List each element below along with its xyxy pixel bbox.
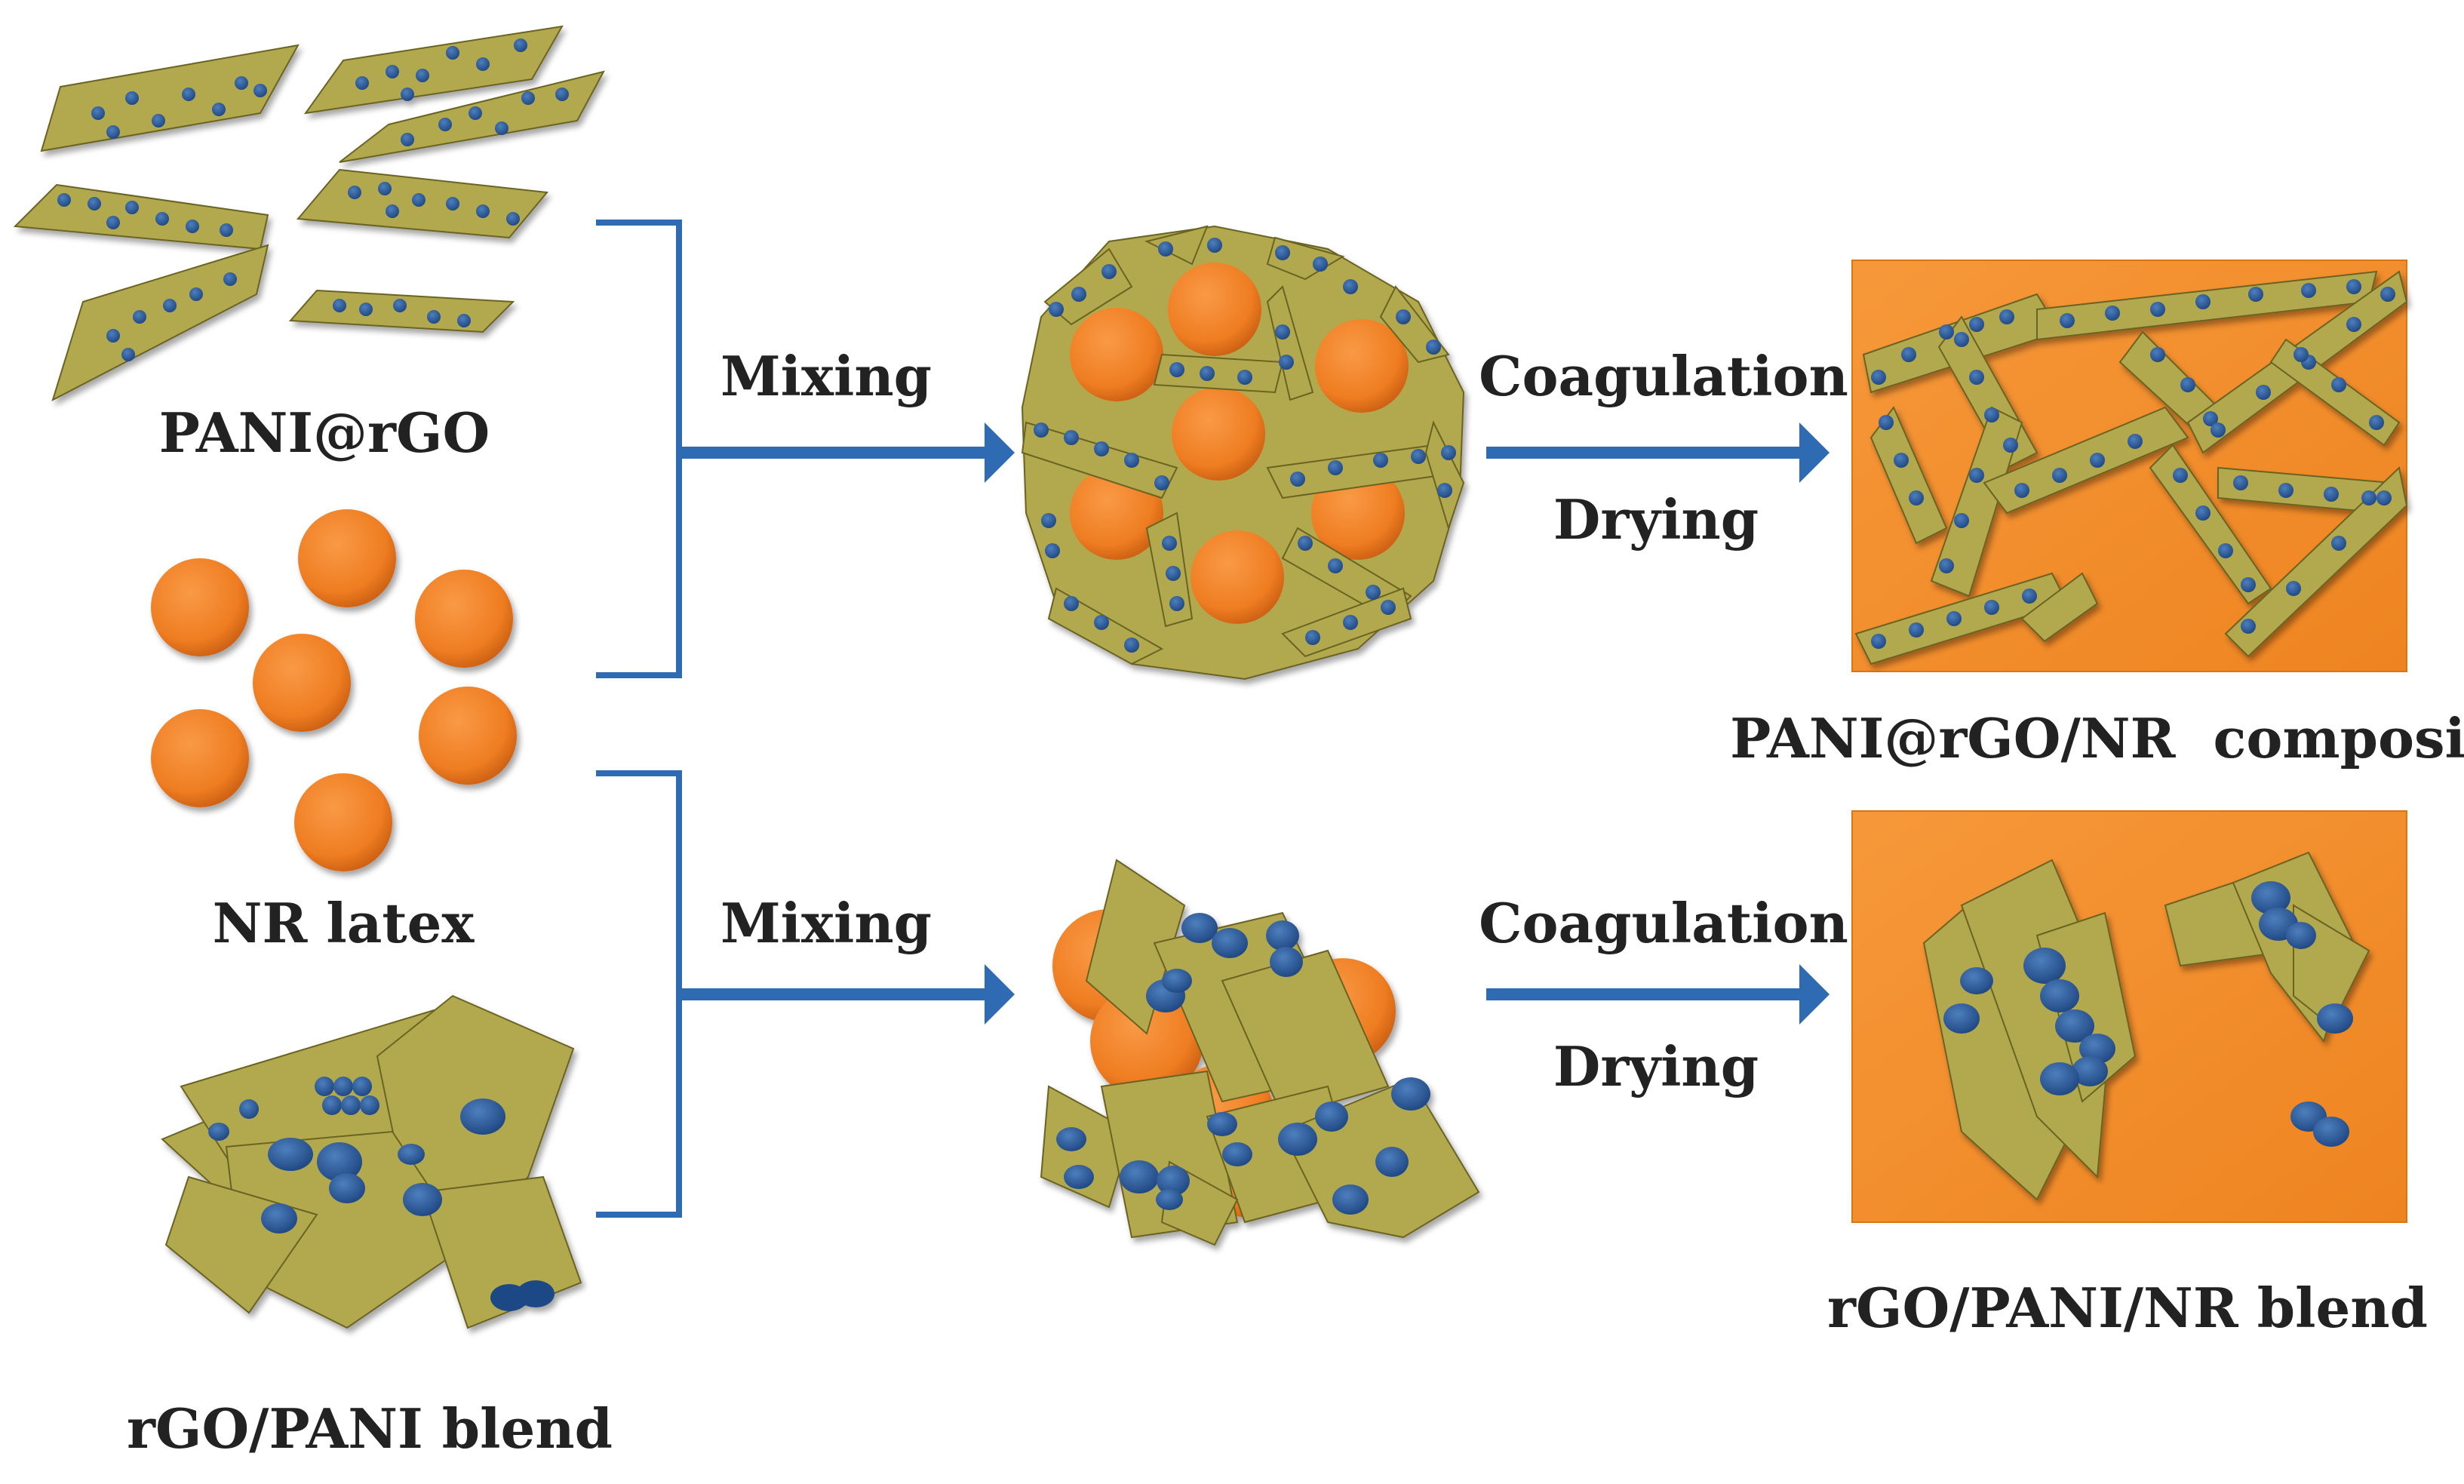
bracket-bottom (596, 770, 682, 1218)
latex-particle (151, 709, 249, 807)
latex-particle (294, 773, 392, 871)
mixed-dispersion-top (1021, 225, 1465, 681)
label-coagulation-bottom: Coagulation (1479, 891, 1848, 955)
pani-rgo-sheet (303, 25, 564, 115)
label-drying-top: Drying (1553, 487, 1759, 552)
label-nr-latex: NR latex (213, 891, 475, 955)
arrow-coagulation-top (1486, 422, 1830, 483)
label-composite: PANI@rGO/NR composite (1730, 706, 2464, 770)
bracket-top (596, 220, 682, 678)
latex-particle (415, 570, 513, 668)
label-drying-bottom: Drying (1553, 1034, 1759, 1098)
latex-particle (419, 687, 517, 785)
label-mixing-top: Mixing (720, 344, 932, 408)
nr-latex-particles (151, 509, 517, 871)
latex-particle (253, 634, 351, 732)
latex-particle (1315, 319, 1409, 413)
latex-particle (1191, 530, 1284, 624)
label-rgo-pani-blend: rGO/PANI blend (127, 1396, 613, 1461)
latex-particle (1090, 985, 1203, 1098)
latex-particle (1168, 263, 1261, 356)
blend-panel (1851, 810, 2407, 1223)
label-pani-rgo: PANI@rGO (159, 401, 490, 465)
pani-rgo-sheet (296, 168, 548, 239)
latex-particle (1172, 387, 1265, 481)
composite-panel (1851, 260, 2408, 672)
label-coagulation-top: Coagulation (1479, 344, 1848, 408)
arrow-mixing-bottom (679, 964, 1015, 1025)
latex-particle (151, 558, 249, 656)
label-blend: rGO/PANI/NR blend (1827, 1276, 2428, 1340)
pani-rgo-sheet (288, 289, 515, 333)
pani-rgo-sheet (13, 183, 269, 250)
arrow-mixing-top (679, 422, 1015, 483)
rgo-pani-blend-cluster (161, 994, 582, 1329)
pani-rgo-sheet (40, 44, 300, 152)
arrow-coagulation-bottom (1486, 964, 1830, 1025)
mixed-dispersion-bottom (1040, 859, 1480, 1246)
pani-rgo-sheets (13, 25, 605, 401)
label-mixing-bottom: Mixing (720, 891, 932, 955)
latex-particle (1070, 308, 1163, 401)
latex-particle (298, 509, 396, 607)
pani-rgo-sheet (51, 244, 269, 401)
pani-rgo-sheet (339, 70, 605, 163)
